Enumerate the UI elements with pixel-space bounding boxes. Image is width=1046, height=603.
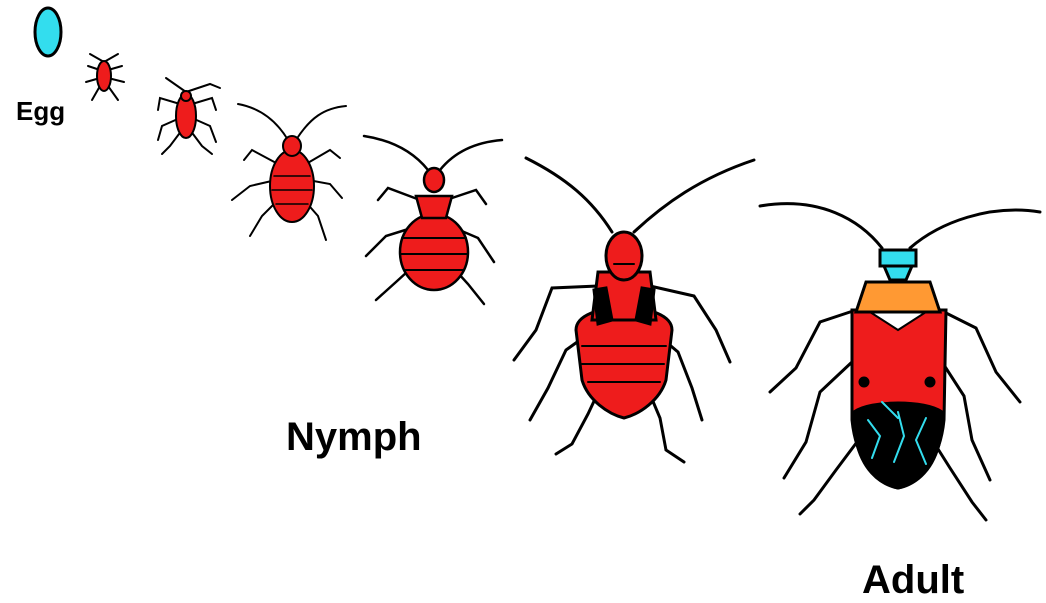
adult-bug <box>760 204 1040 520</box>
nymph-stage-2 <box>158 78 220 154</box>
nymph-stage-5 <box>514 158 754 462</box>
egg-label: Egg <box>16 96 65 127</box>
nymph-stage-3 <box>232 104 346 240</box>
nymph-label: Nymph <box>286 415 422 460</box>
nymph-stage-1 <box>86 54 124 100</box>
nymph-stage-4 <box>364 136 502 304</box>
egg-icon <box>35 8 61 56</box>
adult-label: Adult <box>862 558 964 603</box>
